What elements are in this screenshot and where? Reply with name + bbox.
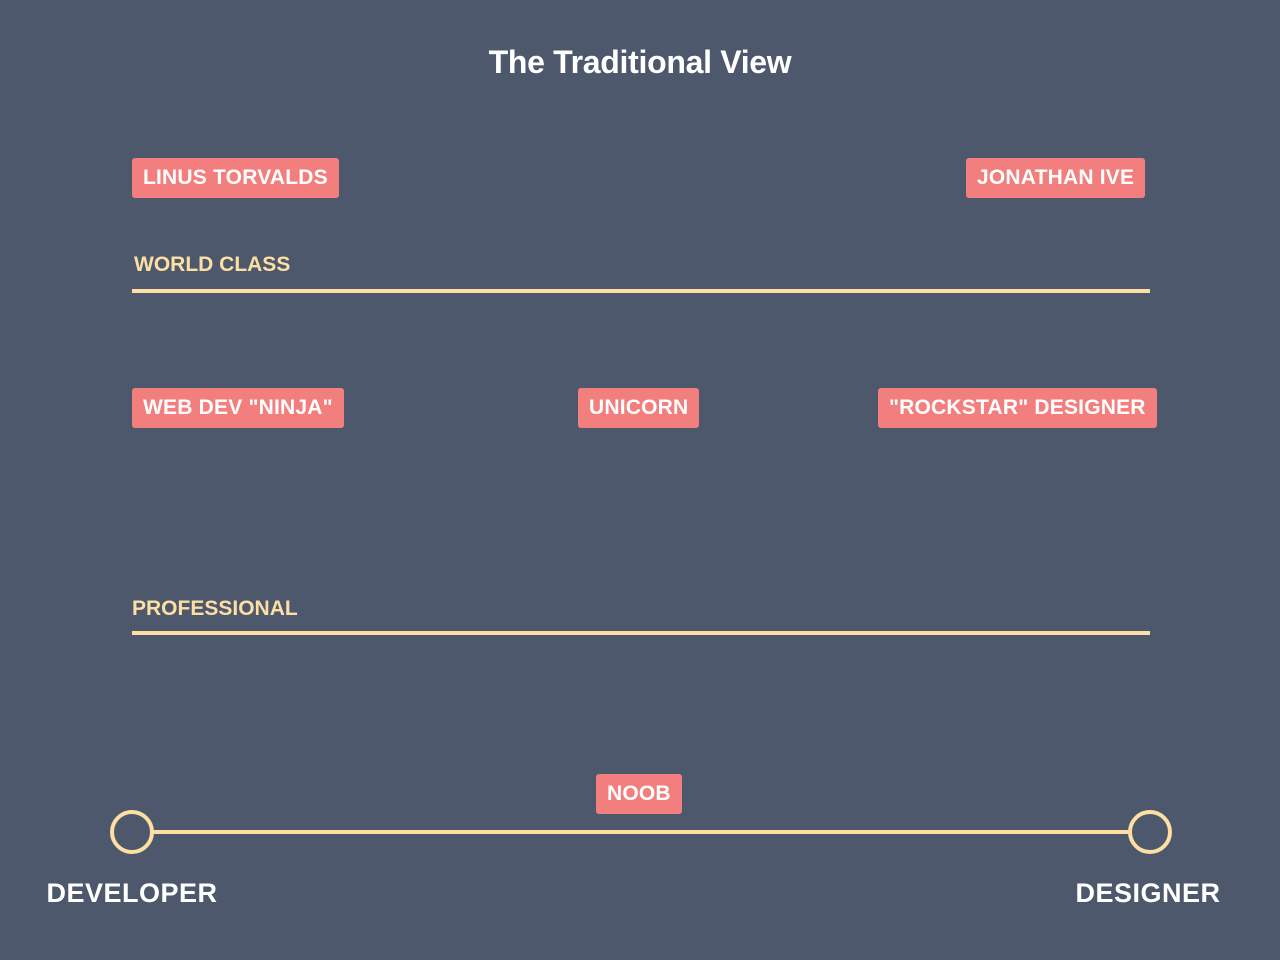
axis-label-designer: DESIGNER — [1075, 878, 1221, 908]
axis-endpoint-designer-icon — [1128, 810, 1172, 854]
tag-jonathan-ive: JONATHAN IVE — [966, 158, 1146, 198]
tag-rockstar-designer: "ROCKSTAR" DESIGNER — [878, 388, 1157, 428]
diagram-title: The Traditional View — [488, 44, 792, 80]
tag-web-dev-ninja: WEB DEV "NINJA" — [132, 388, 344, 428]
developer-designer-axis — [150, 830, 1130, 834]
level-label-world-class: WORLD CLASS — [134, 253, 291, 276]
tag-linus-torvalds: LINUS TORVALDS — [132, 158, 339, 198]
level-line-professional — [132, 631, 1150, 635]
level-label-professional: PROFESSIONAL — [132, 597, 298, 620]
tag-noob: NOOB — [596, 774, 682, 814]
tag-unicorn: UNICORN — [578, 388, 700, 428]
axis-endpoint-developer-icon — [110, 810, 154, 854]
level-line-world-class — [132, 289, 1150, 293]
axis-label-developer: DEVELOPER — [46, 878, 218, 908]
